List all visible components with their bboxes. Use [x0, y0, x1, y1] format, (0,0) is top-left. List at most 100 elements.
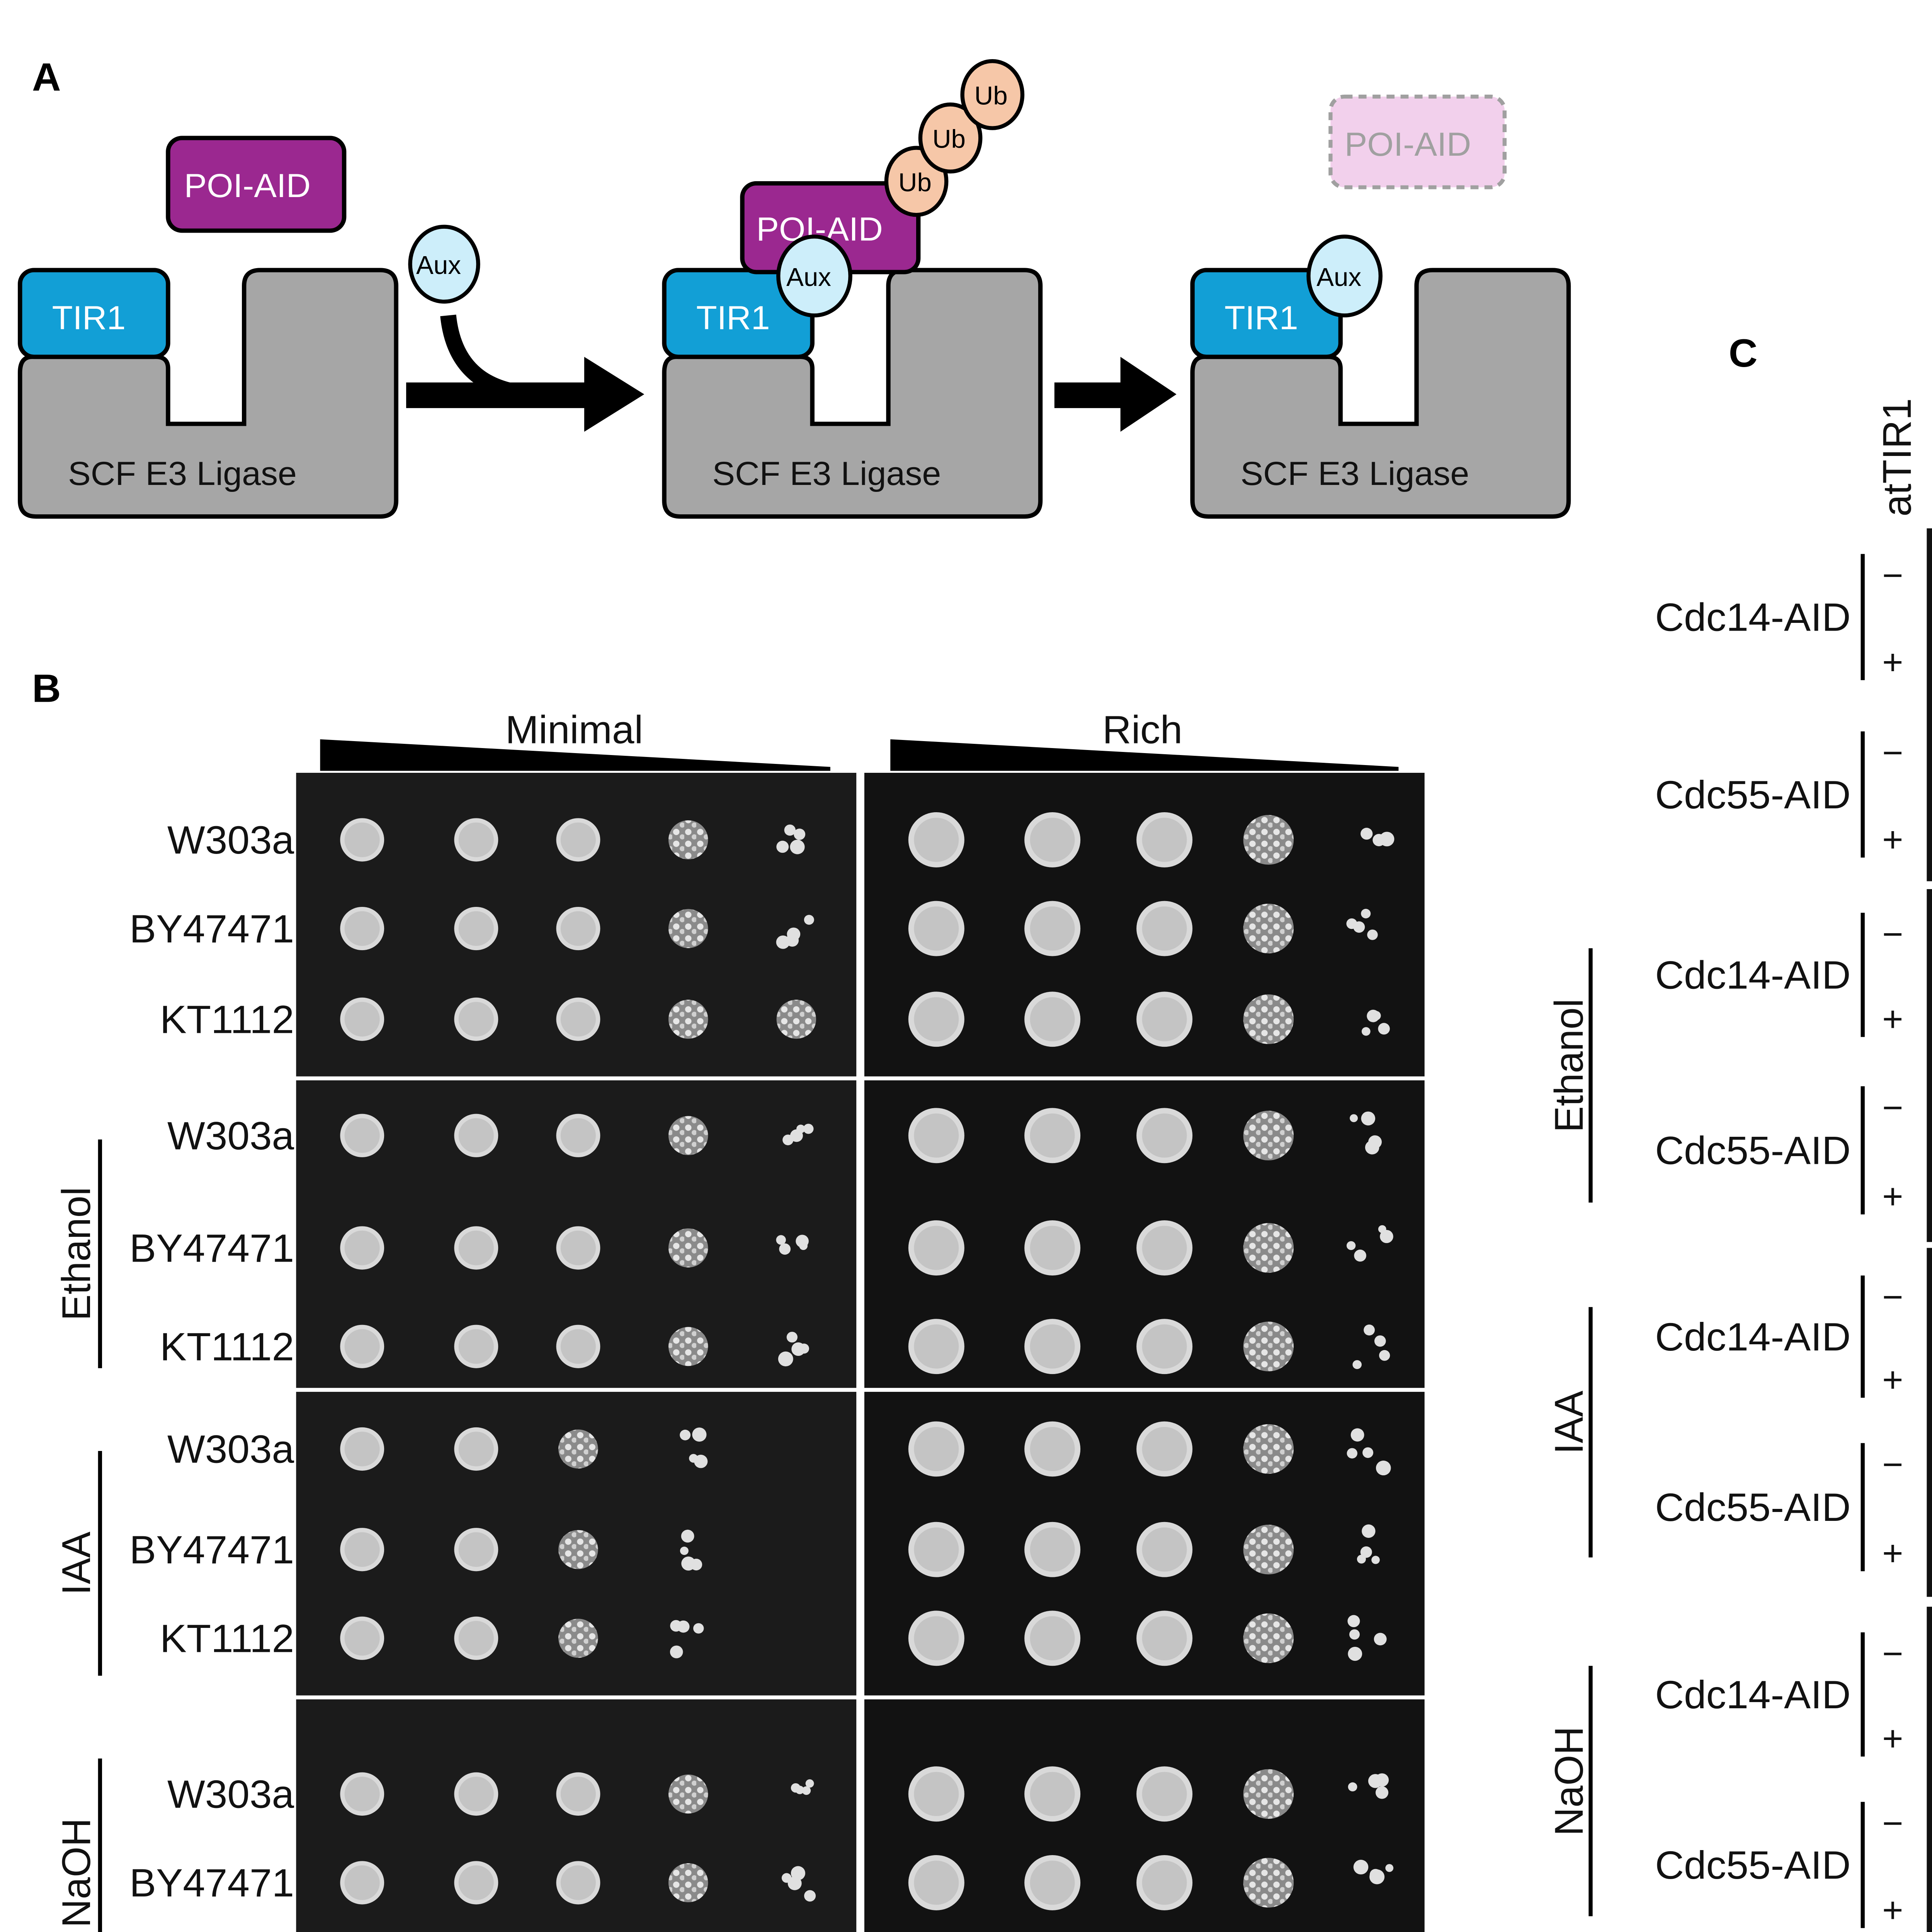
strain-label: W303a	[167, 1772, 294, 1816]
growth-spot-core	[560, 1230, 596, 1265]
growth-spot-core	[344, 1329, 380, 1364]
growth-spot	[668, 909, 708, 948]
growth-spot-core	[1030, 1427, 1075, 1471]
growth-spot-core	[458, 1532, 494, 1567]
treatment-bar	[98, 1139, 102, 1368]
plate-rich	[864, 1392, 1425, 1696]
growth-spot	[791, 1779, 814, 1795]
growth-spot	[1243, 1524, 1294, 1575]
growth-spot-core	[914, 1324, 959, 1369]
tir1-minus-label: −	[1882, 1444, 1903, 1484]
growth-spot	[1346, 909, 1378, 940]
panel-b-header-rich: Rich	[1102, 707, 1182, 752]
growth-spot	[558, 1530, 598, 1569]
growth-spot	[668, 1116, 708, 1155]
growth-spot-core	[344, 1865, 380, 1900]
growth-spot	[1243, 1111, 1294, 1161]
strain-label: W303a	[167, 818, 294, 862]
growth-spot	[1357, 1524, 1380, 1564]
ub-label: Ub	[898, 168, 932, 197]
panel-letter-b: B	[32, 666, 61, 710]
plate-minimal	[1927, 528, 1932, 881]
growth-spot-core	[560, 822, 596, 857]
strain-bracket	[1861, 1632, 1865, 1757]
plate-minimal	[296, 1392, 857, 1696]
growth-spot	[778, 1332, 809, 1367]
arrow-1	[406, 357, 645, 432]
ubiquitin-3	[960, 59, 1025, 130]
growth-spot-core	[1142, 1616, 1187, 1660]
panel-letter-a: A	[32, 55, 61, 99]
strain-bracket	[1861, 1086, 1865, 1214]
growth-spot-core	[1142, 1226, 1187, 1270]
plate-minimal	[1927, 889, 1932, 1242]
growth-spot-core	[344, 911, 380, 946]
growth-spot	[670, 1620, 704, 1658]
growth-spot-core	[458, 911, 494, 946]
growth-spot-core	[344, 1230, 380, 1265]
treatment-label: Ethanol	[54, 1187, 99, 1321]
growth-spot	[1352, 1324, 1390, 1369]
growth-spot-core	[1142, 1772, 1187, 1816]
plate-rich	[864, 773, 1425, 1077]
growth-spot-core	[1030, 1861, 1075, 1905]
tir1-plus-label: +	[1882, 1176, 1903, 1216]
ubiquitin-2	[918, 102, 983, 173]
growth-spot	[1243, 1321, 1294, 1371]
growth-spot	[1350, 1111, 1382, 1155]
strain-label: Cdc14-AID	[1655, 1673, 1850, 1717]
ligase-label: SCF E3 Ligase	[68, 455, 297, 492]
strain-bracket	[1861, 554, 1865, 680]
growth-spot	[558, 1429, 598, 1469]
auxin-molecule	[408, 224, 480, 304]
auxin-molecule	[1306, 235, 1383, 318]
degraded-poi-aid-label: POI-AID	[1345, 126, 1471, 163]
growth-spot-core	[560, 1776, 596, 1811]
growth-spot	[1243, 903, 1294, 954]
plate-minimal	[296, 773, 857, 1077]
step-3: TIR1 SCF E3 Ligase Aux POI-AID	[1190, 94, 1571, 519]
scf-e3-ligase	[662, 268, 1043, 519]
strain-label: KT1112	[160, 997, 294, 1041]
panel-a-diagram: TIR1 SCF E3 Ligase POI-AID Aux TIR1 SCF …	[18, 59, 1571, 519]
growth-spot-core	[458, 1230, 494, 1265]
aux-label: Aux	[786, 263, 831, 291]
growth-spot-core	[458, 1621, 494, 1656]
treatment-bar	[98, 1759, 102, 1932]
panel-b-header-minimal: Minimal	[505, 707, 643, 752]
strain-bracket	[1861, 731, 1865, 858]
degraded-poi-aid-block	[1328, 94, 1507, 189]
growth-spot-core	[560, 911, 596, 946]
strain-label: BY47471	[129, 1528, 294, 1572]
growth-spot	[776, 915, 814, 949]
tir1-minus-label: −	[1882, 1803, 1903, 1843]
tir1-minus-label: −	[1882, 555, 1903, 595]
growth-spot	[1348, 1773, 1389, 1799]
tir1-plus-label: +	[1882, 1718, 1903, 1758]
tir1-label: TIR1	[696, 299, 770, 337]
panel-b-labels: W303aBY47471KT1112W303aBY47471KT1112Etha…	[54, 818, 294, 1932]
tir1-plus-label: +	[1882, 1890, 1903, 1930]
growth-spot	[668, 1774, 708, 1814]
growth-spot-core	[560, 1329, 596, 1364]
ub-label: Ub	[975, 82, 1008, 110]
strain-label: KT1112	[160, 1616, 294, 1660]
strain-label: BY47471	[129, 1861, 294, 1905]
growth-spot-core	[458, 1865, 494, 1900]
growth-spot-core	[914, 1527, 959, 1572]
growth-spot	[776, 1235, 809, 1255]
growth-spot	[1243, 1769, 1294, 1819]
attir1-column-label: atTIR1	[1874, 398, 1919, 517]
growth-spot	[668, 1228, 708, 1268]
growth-spot-core	[1142, 997, 1187, 1041]
dilution-wedge-minimal	[320, 739, 830, 771]
growth-spot	[668, 1863, 708, 1902]
growth-spot	[668, 820, 708, 859]
growth-spot-core	[458, 822, 494, 857]
growth-spot	[776, 824, 806, 854]
growth-spot-core	[1142, 1861, 1187, 1905]
growth-spot	[1243, 1858, 1294, 1908]
growth-spot-core	[1030, 1527, 1075, 1572]
strain-bracket	[1861, 1443, 1865, 1571]
strain-label: KT1112	[160, 1325, 294, 1369]
